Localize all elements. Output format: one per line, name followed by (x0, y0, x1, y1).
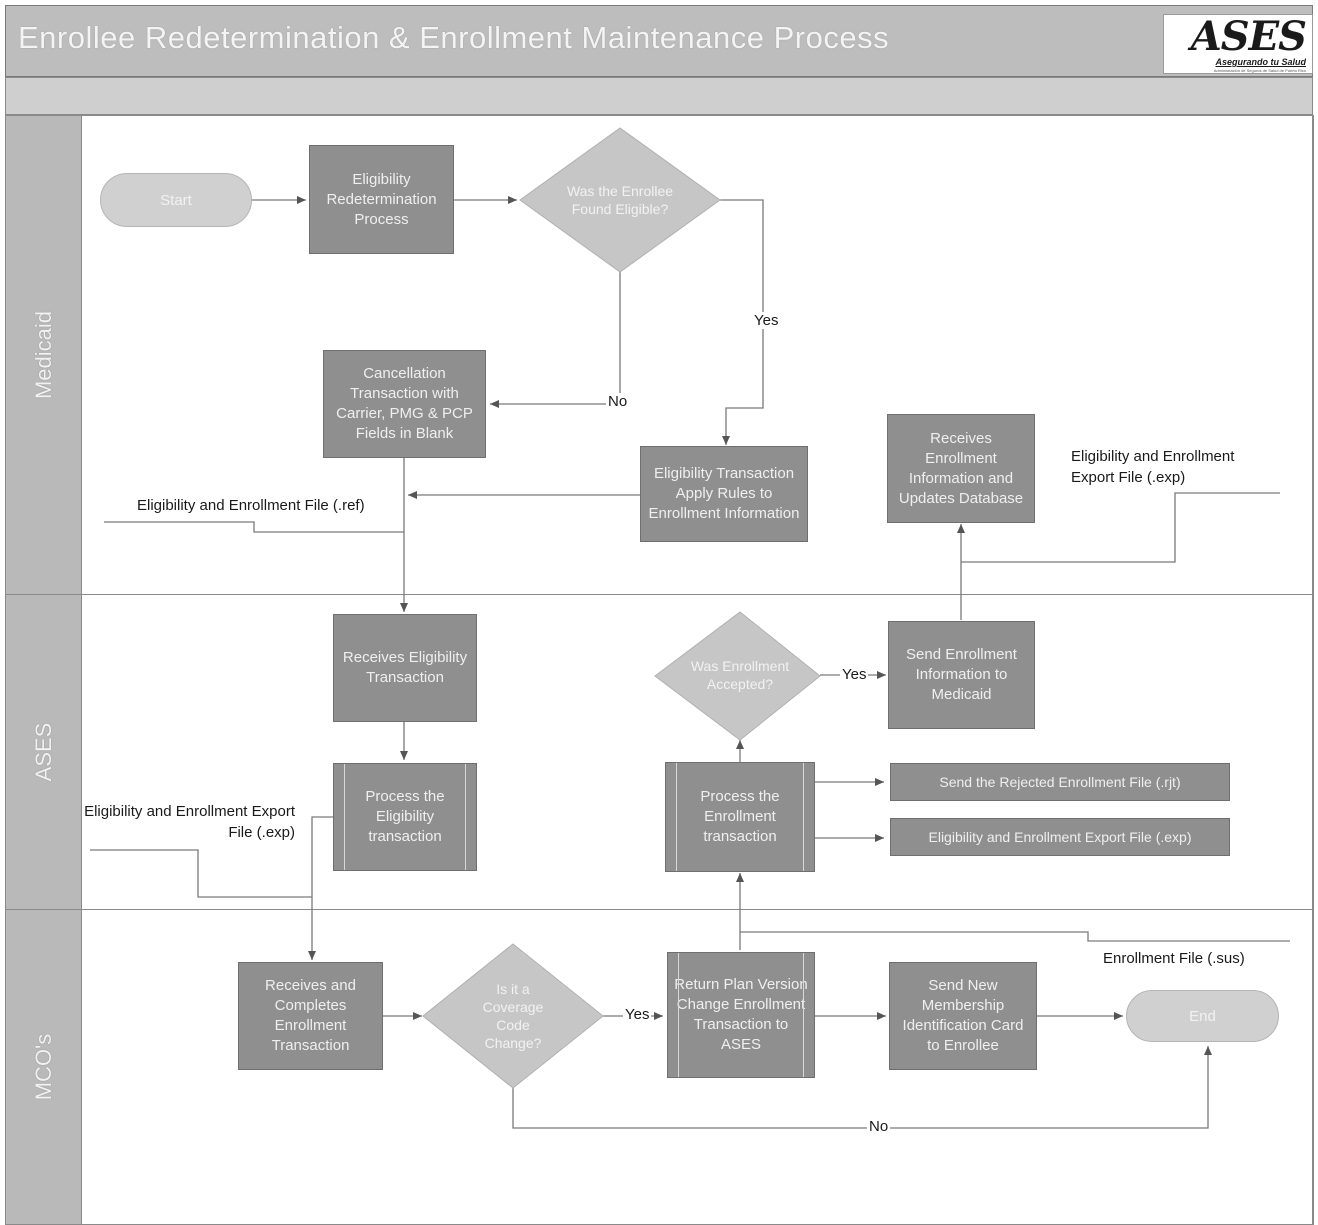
start-terminator: Start (100, 173, 252, 227)
process-eligibility-label: Process the Eligibility transaction (365, 788, 445, 845)
receives-completes-enrollment-box: Receives and Completes Enrollment Transa… (238, 962, 383, 1070)
end-label: End (1189, 1007, 1216, 1025)
file-ref-underline (104, 521, 404, 533)
lane-label-ases: ASES (5, 594, 82, 910)
right-border (1313, 115, 1314, 1225)
title-bar (5, 5, 1313, 77)
eligibility-redetermination-label: Eligibility Redetermination Process (326, 170, 437, 228)
decision-accepted-shape (654, 611, 821, 741)
send-new-card-box: Send New Membership Identification Card … (889, 962, 1037, 1070)
export-file-ases-underline (90, 849, 312, 898)
receives-enrollment-info-label: Receives Enrollment Information and Upda… (898, 429, 1024, 507)
page-title: Enrollee Redetermination & Enrollment Ma… (18, 20, 890, 55)
annotation-enrollment-file-sus: Enrollment File (.sus) (1103, 950, 1245, 967)
eligibility-transaction-box: Eligibility Transaction Apply Rules to E… (640, 446, 808, 542)
decision-eligible-label: Was the Enrollee Found Eligible? (566, 183, 674, 217)
connector-label-yes-eligible: Yes (752, 312, 781, 329)
send-new-card-label: Send New Membership Identification Card … (902, 977, 1024, 1054)
connector-label-no-eligible: No (606, 393, 630, 410)
end-terminator: End (1126, 990, 1279, 1042)
receives-completes-enrollment-label: Receives and Completes Enrollment Transa… (265, 977, 356, 1054)
connector-label-yes-accepted: Yes (840, 666, 869, 683)
eligibility-transaction-label: Eligibility Transaction Apply Rules to E… (648, 465, 800, 522)
process-enrollment-label: Process the Enrollment transaction (700, 788, 780, 845)
send-rejected-file-label: Send the Rejected Enrollment File (.rjt) (939, 774, 1181, 790)
lane-mcos (5, 909, 1313, 1225)
receives-eligibility-transaction-label: Receives Eligibility Transaction (342, 649, 468, 686)
annotation-file-ref: Eligibility and Enrollment File (.ref) (137, 497, 365, 514)
send-enrollment-info-label: Send Enrollment Information to Medicaid (906, 646, 1017, 703)
cancellation-transaction-label: Cancellation Transaction with Carrier, P… (336, 365, 473, 442)
connector-label-no-coverage: No (867, 1118, 891, 1135)
header-sub-bar (5, 77, 1313, 115)
decision-coverage-label: Is it a Coverage Code Change? (482, 981, 544, 1051)
logo-subtext: Administración de Seguros de Salud de Pu… (1213, 68, 1306, 73)
lane-label-medicaid: Medicaid (5, 115, 82, 595)
receives-enrollment-info-box: Receives Enrollment Information and Upda… (887, 414, 1035, 523)
return-plan-version-label: Return Plan Version Change Enrollment Tr… (674, 976, 808, 1053)
receives-eligibility-transaction-box: Receives Eligibility Transaction (333, 614, 477, 722)
eligibility-redetermination-box: Eligibility Redetermination Process (309, 145, 454, 254)
annotation-export-file-medicaid: Eligibility and Enrollment Export File (… (1071, 448, 1235, 486)
start-label: Start (160, 191, 192, 209)
logo-tagline: Asegurando tu Salud (1215, 57, 1306, 67)
send-enrollment-info-box: Send Enrollment Information to Medicaid (888, 621, 1035, 729)
decision-coverage-shape (422, 943, 604, 1089)
arrow-decision-no (490, 270, 621, 408)
decision-eligible-shape (519, 127, 721, 273)
process-enrollment-box: Process the Enrollment transaction (665, 762, 815, 872)
export-file-box: Eligibility and Enrollment Export File (… (890, 818, 1230, 856)
export-file-box-label: Eligibility and Enrollment Export File (… (928, 829, 1192, 845)
decision-accepted-label: Was Enrollment Accepted? (690, 658, 790, 692)
lane-ases (5, 594, 1313, 910)
process-eligibility-box: Process the Eligibility transaction (333, 763, 477, 871)
arrow-coverage-no (512, 1046, 1212, 1129)
return-plan-version-box: Return Plan Version Change Enrollment Tr… (667, 952, 815, 1078)
export-file-medicaid-underline (961, 492, 1280, 563)
arrow-decision-yes (720, 199, 764, 445)
lane-label-mcos: MCO's (5, 909, 82, 1225)
arrow-process-to-mco (308, 816, 333, 960)
annotation-export-file-ases: Eligibility and Enrollment Export File (… (84, 803, 295, 841)
ases-logo: ASES Asegurando tu Salud Administración … (1163, 13, 1313, 74)
enrollment-file-sus-underline (740, 931, 1290, 942)
connector-label-yes-coverage: Yes (623, 1006, 652, 1023)
send-rejected-file-box: Send the Rejected Enrollment File (.rjt) (890, 763, 1230, 801)
cancellation-transaction-box: Cancellation Transaction with Carrier, P… (323, 350, 486, 458)
logo-wordmark: ASES (1190, 13, 1307, 60)
